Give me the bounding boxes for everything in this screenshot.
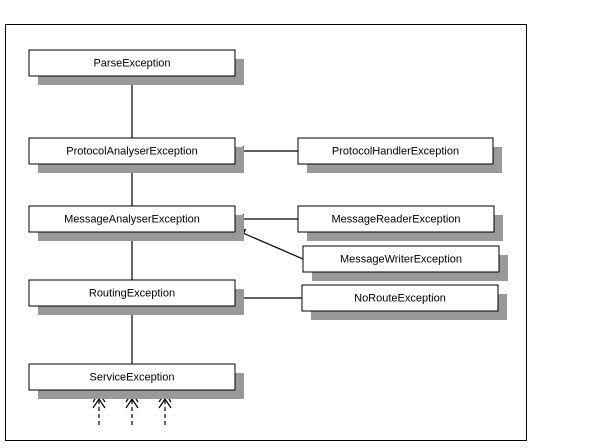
class-box-service-exception: ServiceException: [28, 363, 244, 399]
service-exception-label: ServiceException: [90, 372, 175, 384]
class-box-message-reader-exception: MessageReaderException: [297, 205, 503, 241]
message-writer-exception-label: MessageWriterException: [340, 254, 462, 266]
protocol-handler-exception-label: ProtocolHandlerException: [332, 146, 459, 158]
class-box-protocol-analyser-exception: ProtocolAnalyserException: [28, 137, 244, 173]
protocol-analyser-exception-label: ProtocolAnalyserException: [66, 146, 197, 158]
parse-exception-label: ParseException: [93, 58, 170, 70]
class-box-parse-exception: ParseException: [28, 49, 244, 85]
routing-exception-label: RoutingException: [89, 288, 175, 300]
inheritance-edges: [127, 75, 304, 366]
class-box-message-writer-exception: MessageWriterException: [302, 245, 508, 281]
class-box-message-analyser-exception: MessageAnalyserException: [28, 205, 244, 241]
edge-message-writer-to-message-analyser: [235, 228, 304, 260]
no-route-exception-label: NoRouteException: [354, 293, 446, 305]
diagram-frame: ParseException ProtocolAnalyserException…: [5, 24, 527, 441]
class-box-no-route-exception: NoRouteException: [301, 284, 507, 320]
message-reader-exception-label: MessageReaderException: [331, 214, 460, 226]
class-box-routing-exception: RoutingException: [28, 279, 244, 315]
class-box-protocol-handler-exception: ProtocolHandlerException: [297, 137, 502, 173]
message-analyser-exception-label: MessageAnalyserException: [64, 214, 200, 226]
class-hierarchy-diagram: ParseException ProtocolAnalyserException…: [28, 49, 508, 425]
